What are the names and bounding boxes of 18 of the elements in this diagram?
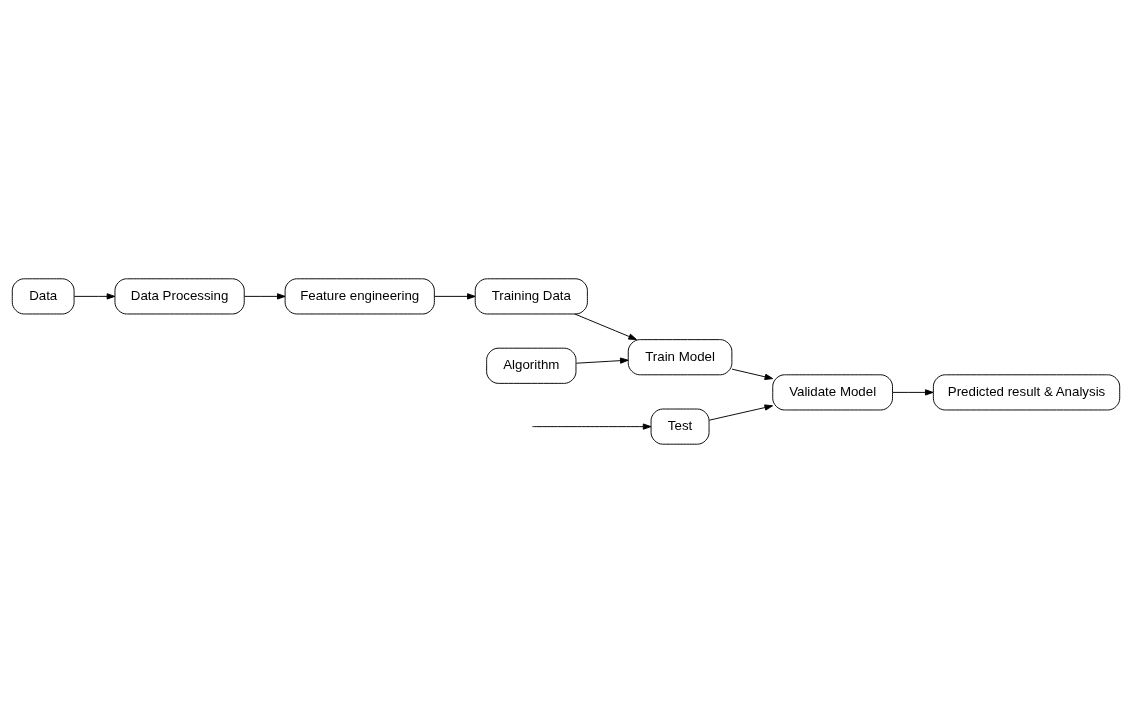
arrow bbox=[574, 313, 637, 340]
arrow bbox=[892, 388, 934, 396]
node-box: Train Model bbox=[627, 338, 733, 375]
node-box: Training Data bbox=[474, 277, 588, 314]
node-box: Test bbox=[650, 408, 710, 445]
arrow bbox=[243, 292, 286, 300]
arrow bbox=[731, 368, 774, 380]
arrow bbox=[708, 403, 774, 421]
node-box: Predicted result & Analysis bbox=[932, 373, 1121, 410]
arrow bbox=[575, 357, 629, 364]
arrow bbox=[433, 292, 476, 300]
node-box: Validate Model bbox=[772, 373, 893, 410]
node-box: Data Processing bbox=[114, 277, 245, 314]
arrow bbox=[73, 292, 116, 300]
node-box: Feature engineering bbox=[284, 277, 435, 314]
node-box: Algorithm bbox=[486, 347, 577, 384]
node-box: Data bbox=[11, 277, 75, 314]
arrow bbox=[531, 422, 652, 430]
